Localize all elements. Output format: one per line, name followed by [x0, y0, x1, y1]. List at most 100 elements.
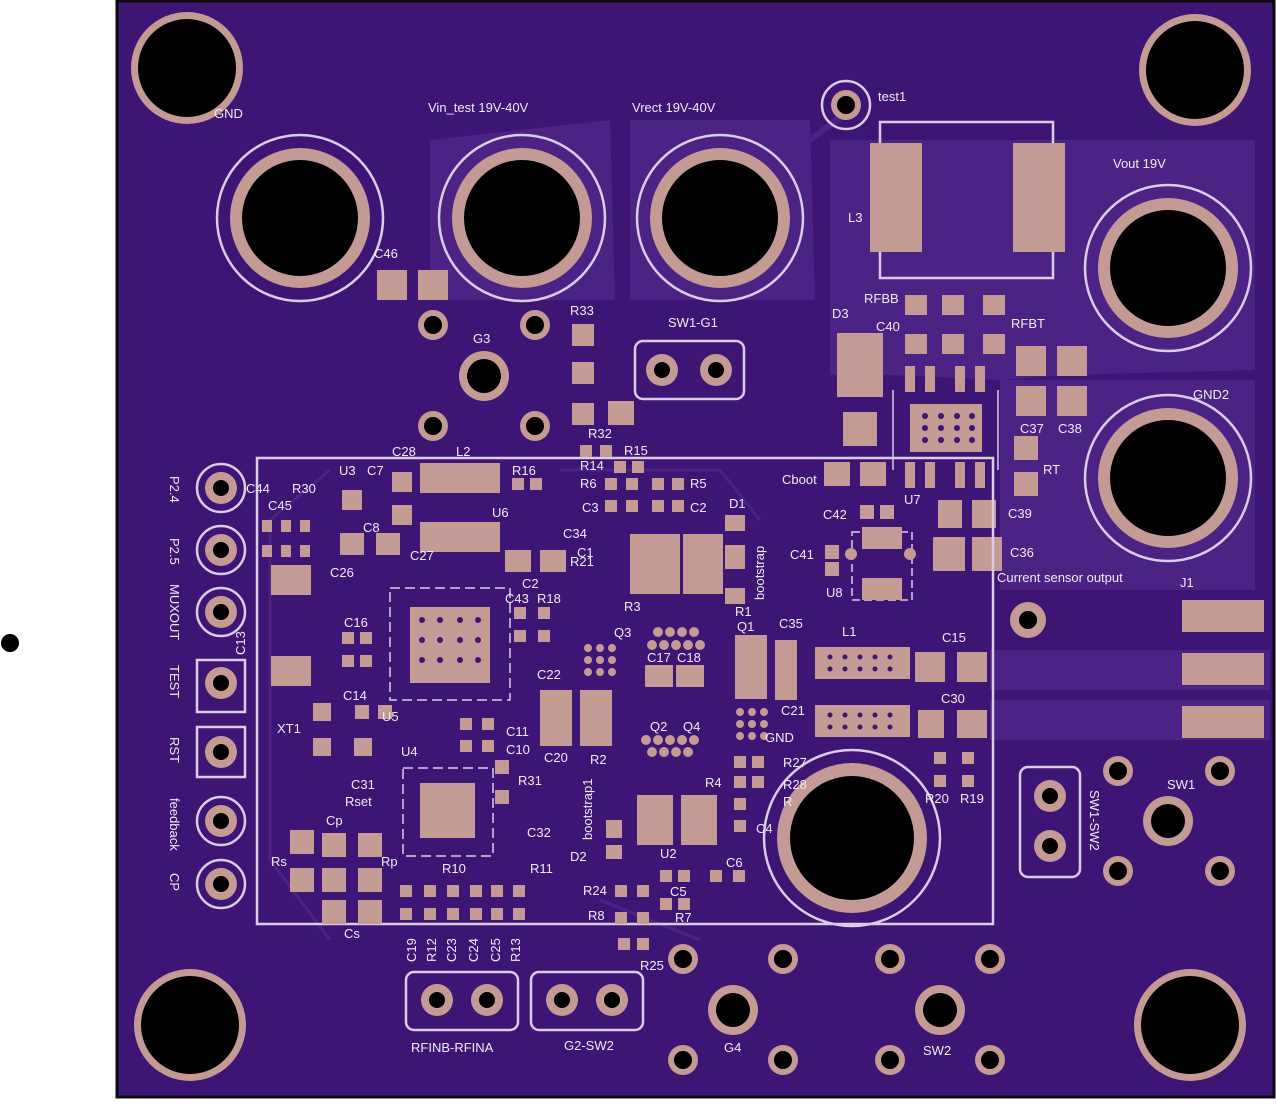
label-c42: C42	[823, 507, 847, 522]
label-c16: C16	[344, 615, 368, 630]
label-r20: R20	[925, 791, 949, 806]
g4-switch	[668, 944, 798, 1075]
label-c8: C8	[363, 520, 380, 535]
connector-j1	[1010, 600, 1264, 738]
label-sw1: SW1	[1167, 777, 1195, 792]
label-c6: C6	[726, 855, 743, 870]
label-c7: C7	[367, 463, 384, 478]
label-r33: R33	[570, 303, 594, 318]
cap-c46	[377, 270, 448, 300]
label-side-p24: P2.4	[167, 476, 182, 503]
label-current-sensor: Current sensor output	[997, 570, 1123, 585]
label-c45: C45	[268, 498, 292, 513]
label-xt1: XT1	[277, 721, 301, 736]
label-c5: C5	[670, 884, 687, 899]
label-side-cp: CP	[167, 873, 182, 891]
label-c30: C30	[941, 691, 965, 706]
label-r30: R30	[292, 481, 316, 496]
label-r4: R4	[705, 775, 722, 790]
label-sw1-sw2: SW1-SW2	[1087, 790, 1102, 851]
label-r7: R7	[675, 910, 692, 925]
label-c46: C46	[374, 246, 398, 261]
label-gnd-mid: GND	[765, 730, 794, 745]
label-q4: Q4	[683, 719, 700, 734]
label-cs: Cs	[344, 926, 360, 941]
label-r2: R2	[590, 752, 607, 767]
label-c25: C25	[488, 938, 503, 962]
label-r21: R21	[570, 554, 594, 569]
label-r31: R31	[518, 773, 542, 788]
label-c18: C18	[677, 650, 701, 665]
label-r1: R1	[735, 604, 752, 619]
label-vout: Vout 19V	[1113, 156, 1166, 171]
label-side-rst: RST	[167, 737, 182, 763]
label-c44: C44	[246, 481, 270, 496]
label-c36: C36	[1010, 545, 1034, 560]
label-gnd2: GND2	[1193, 387, 1229, 402]
label-side-test: TEST	[167, 665, 182, 698]
label-u8: U8	[826, 585, 843, 600]
origin-marker	[1, 634, 19, 652]
sw1-g1-header	[633, 339, 746, 401]
power-terminals	[215, 133, 1253, 928]
label-q2: Q2	[650, 719, 667, 734]
label-r32: R32	[588, 426, 612, 441]
label-r6: R6	[580, 476, 597, 491]
label-c3: C3	[582, 500, 599, 515]
label-r27: R27	[783, 755, 807, 770]
label-vin-test: Vin_test 19V-40V	[428, 100, 529, 115]
label-r24: R24	[583, 883, 607, 898]
label-rfbb: RFBB	[864, 291, 899, 306]
label-g3: G3	[473, 331, 490, 346]
label-c38: C38	[1058, 421, 1082, 436]
label-u6: U6	[492, 505, 509, 520]
label-c27: C27	[410, 548, 434, 563]
label-d2: D2	[570, 849, 587, 864]
g3-pads	[418, 310, 550, 441]
label-c39: C39	[1008, 506, 1032, 521]
label-d1: D1	[729, 496, 746, 511]
label-u2: U2	[660, 846, 677, 861]
label-u3: U3	[339, 463, 356, 478]
label-c20: C20	[544, 750, 568, 765]
label-c22: C22	[537, 667, 561, 682]
label-c11: C11	[506, 724, 529, 739]
label-test1: test1	[878, 89, 906, 104]
label-q3: Q3	[614, 625, 631, 640]
label-cp: Cp	[326, 813, 343, 828]
label-d3: D3	[832, 306, 849, 321]
label-c2b: C2	[522, 576, 539, 591]
label-r8: R8	[588, 908, 605, 923]
label-r5: R5	[690, 476, 707, 491]
label-c13: C13	[233, 631, 248, 655]
label-c14: C14	[343, 688, 367, 703]
label-vrect: Vrect 19V-40V	[632, 100, 716, 115]
g2-sw2-header	[529, 970, 645, 1032]
label-l3: L3	[848, 210, 862, 225]
label-j1: J1	[1180, 575, 1194, 590]
label-c15: C15	[942, 630, 966, 645]
label-l1: L1	[842, 624, 856, 639]
label-r25: R25	[640, 958, 664, 973]
label-c43: C43	[505, 591, 529, 606]
label-bootstrap1: bootstrap1	[580, 779, 595, 840]
label-u5: U5	[382, 709, 399, 724]
label-c21: C21	[781, 703, 805, 718]
label-r10: R10	[442, 861, 466, 876]
label-g4: G4	[724, 1040, 741, 1055]
label-g2-sw2: G2-SW2	[564, 1038, 614, 1053]
label-q1: Q1	[737, 619, 754, 634]
label-r18: R18	[537, 591, 561, 606]
label-r12: R12	[424, 938, 439, 962]
label-sw2: SW2	[923, 1043, 951, 1058]
label-c10: C10	[506, 742, 530, 757]
inductor-l3	[870, 120, 1065, 280]
sw1-sw2-header	[1018, 765, 1082, 879]
module-components	[262, 445, 987, 950]
sw2-switch	[875, 944, 1005, 1075]
label-c40: C40	[876, 319, 900, 334]
label-c32: C32	[527, 825, 551, 840]
label-c17: C17	[647, 650, 671, 665]
